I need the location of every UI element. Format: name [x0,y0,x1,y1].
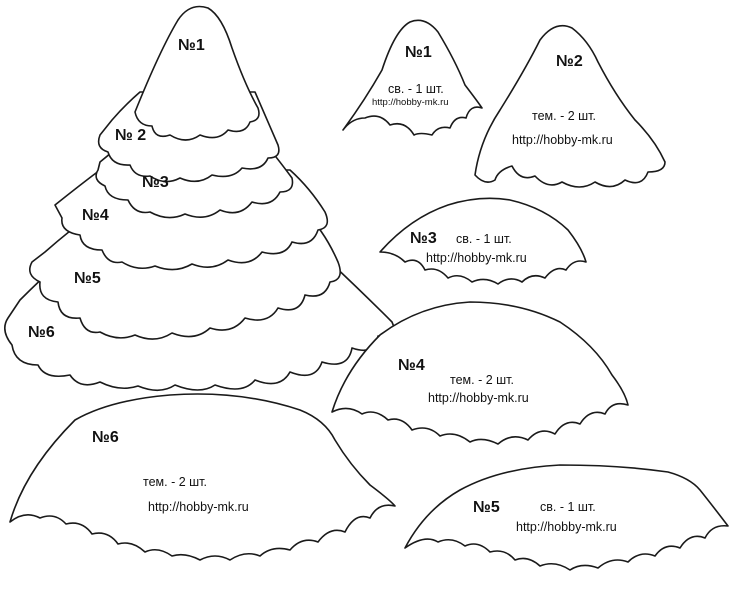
tree-tier-1 [134,5,260,141]
tree-label-3: №3 [142,174,169,191]
piece-1-number: №1 [405,44,432,61]
piece-3-url: http://hobby-mk.ru [426,251,527,265]
tree-label-5: №5 [74,270,101,287]
piece-5-number: №5 [473,499,500,516]
piece-4: №4 тем. - 2 шт. http://hobby-mk.ru [331,301,629,445]
piece-1-count: св. - 1 шт. [388,82,444,96]
assembled-tree: №1 № 2 №3 №4 №5 №6 [4,5,395,392]
piece-2-url: http://hobby-mk.ru [512,133,613,147]
piece-4-count: тем. - 2 шт. [450,373,514,387]
piece-5-url: http://hobby-mk.ru [516,520,617,534]
piece-6: №6 тем. - 2 шт. http://hobby-mk.ru [9,393,396,561]
piece-2-count: тем. - 2 шт. [532,109,596,123]
piece-3-number: №3 [410,230,437,247]
tree-label-6: №6 [28,324,55,341]
tree-label-1: №1 [178,37,205,54]
piece-2-number: №2 [556,53,583,70]
piece-6-number: №6 [92,429,119,446]
piece-5-count: св. - 1 шт. [540,500,596,514]
piece-2: №2 тем. - 2 шт. http://hobby-mk.ru [474,24,666,188]
piece-5: №5 св. - 1 шт. http://hobby-mk.ru [404,464,729,571]
piece-3-count: св. - 1 шт. [456,232,512,246]
piece-4-number: №4 [398,357,425,374]
piece-6-url: http://hobby-mk.ru [148,500,249,514]
tree-label-4: №4 [82,207,109,224]
piece-3: №3 св. - 1 шт. http://hobby-mk.ru [379,197,587,285]
piece-1-url: http://hobby-mk.ru [372,97,449,108]
piece-6-count: тем. - 2 шт. [143,475,207,489]
piece-4-url: http://hobby-mk.ru [428,391,529,405]
tree-label-2: № 2 [115,127,146,144]
piece-1: №1 св. - 1 шт. http://hobby-mk.ru [342,19,483,136]
